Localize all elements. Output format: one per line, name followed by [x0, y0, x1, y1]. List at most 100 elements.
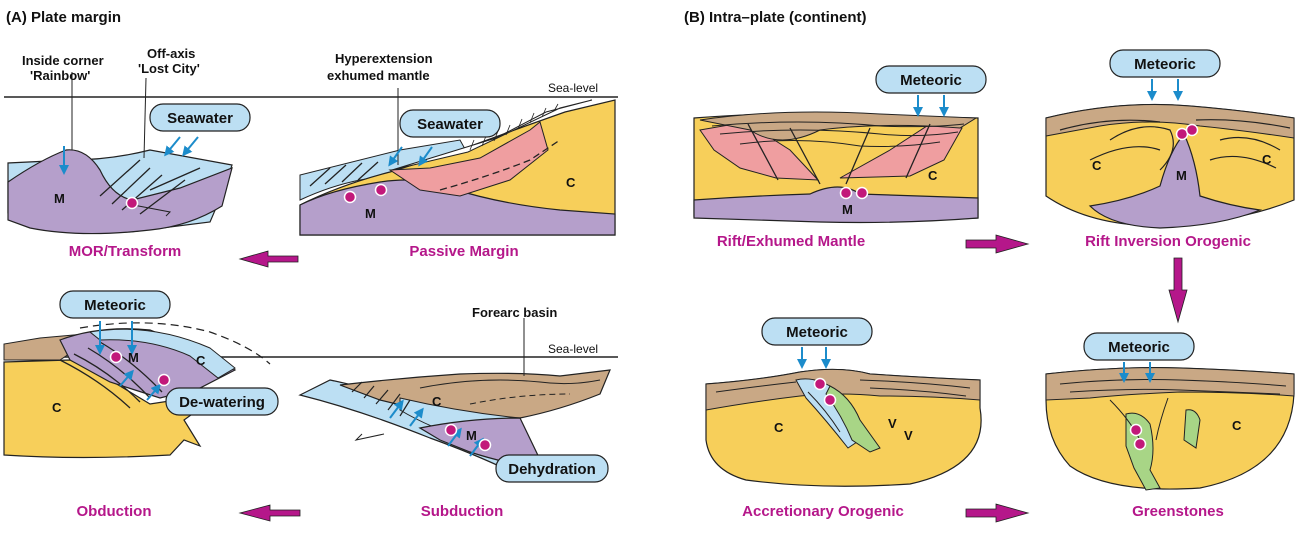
flow-arrow-left: [238, 504, 301, 522]
slip-half-arrow: [127, 203, 172, 217]
unit-label-crust: C: [1092, 158, 1102, 173]
greenstone-keel: [1183, 409, 1201, 449]
post-rift-cover: [391, 99, 593, 171]
unit-label-crust: C: [928, 168, 938, 183]
rift-faults: [747, 123, 931, 185]
fluid-arrow: [389, 399, 404, 419]
sediment-cover: [705, 368, 981, 411]
panel-rift-exhumed-mantle: Meteoric M C Rift/Exhumed Mantle: [693, 65, 987, 250]
label-lost-city: 'Lost City': [138, 61, 200, 76]
caption-mor-transform: MOR/Transform: [69, 243, 182, 260]
inversion-folds-and-thrusts: [1059, 119, 1291, 171]
seawater-bubble: [149, 103, 251, 132]
panel-mor-transform: Inside corner 'Rainbow' Off-axis 'Lost C…: [4, 46, 618, 260]
caption-subduction: Subduction: [421, 503, 504, 520]
panel-obduction: Meteoric De-watering M C C Obduction: [3, 290, 618, 520]
panel-accretionary-orogenic: Meteoric C V V Accretionary Orogenic: [705, 317, 982, 520]
caption-greenstones: Greenstones: [1132, 503, 1224, 520]
meteoric-bubble: [59, 290, 171, 319]
seawater-bubble: [399, 109, 501, 138]
unit-label-crust: C: [774, 420, 784, 435]
vent-site: [109, 350, 123, 364]
vent-site: [813, 377, 827, 391]
unit-label-mantle: M: [466, 428, 477, 443]
vent-site: [855, 186, 869, 200]
sediment-strata: [1059, 379, 1287, 441]
meteoric-bubble: [875, 65, 987, 94]
fluid-arrow: [409, 407, 424, 427]
post-rift-sediments: [699, 111, 978, 141]
vent-site: [1185, 123, 1199, 137]
unit-label-mantle: M: [1176, 168, 1187, 183]
label-forearc-basin: Forearc basin: [472, 305, 557, 320]
vent-site: [1129, 423, 1143, 437]
basin-strata-dashed: [469, 393, 571, 405]
rift-faults: [309, 139, 561, 191]
syn-rift-sediments: [388, 121, 549, 197]
vent-site: [374, 183, 388, 197]
label-hyperextension: Hyperextension: [335, 51, 433, 66]
greenstone-belt: [825, 385, 881, 453]
unit-label-crust: C: [52, 400, 62, 415]
flow-arrow-left: [238, 250, 299, 268]
caption-accretionary-orogenic: Accretionary Orogenic: [742, 503, 904, 520]
panel-subduction: Forearc basin Sea-level Dehydration C M …: [298, 305, 611, 520]
dewatering-bubble: [165, 387, 279, 416]
vent-site: [823, 393, 837, 407]
unit-label-mantle: M: [128, 350, 139, 365]
unit-label-crust: C: [432, 394, 442, 409]
label-rainbow: 'Rainbow': [30, 68, 90, 83]
dewatering-bubble-text: De-watering: [179, 394, 265, 411]
fluid-arrow: [182, 136, 199, 157]
off-axis-leader: [143, 77, 147, 159]
meteoric-bubble-text: Meteoric: [786, 324, 848, 341]
meteoric-bubble: [1109, 49, 1221, 78]
panel-passive-margin: Hyperextension exhumed mantle Sea-level …: [299, 51, 616, 260]
fluid-arrow: [164, 136, 181, 157]
vent-site: [343, 190, 357, 204]
dehydration-bubble: [495, 454, 609, 483]
meteoric-bubble-text: Meteoric: [84, 297, 146, 314]
fluid-arrow: [146, 383, 161, 401]
unit-label-crust: C: [1262, 152, 1272, 167]
sediment-strata: [715, 379, 971, 433]
label-off-axis: Off-axis: [147, 46, 195, 61]
slab-motion-half-arrow: [354, 433, 385, 441]
mantle-body: [693, 186, 979, 224]
label-inside-corner: Inside corner: [22, 53, 104, 68]
caption-rift-exhumed-mantle: Rift/Exhumed Mantle: [717, 233, 865, 250]
flow-arrow-right: [965, 503, 1030, 523]
label-sea-level: Sea-level: [548, 81, 598, 95]
unit-label-crust: C: [1232, 418, 1242, 433]
unit-label-volcanic: V: [888, 416, 897, 431]
syn-rift-sediments: [839, 123, 963, 179]
fluid-arrow: [119, 369, 134, 387]
unit-label-crust: C: [566, 175, 576, 190]
vent-site: [839, 186, 853, 200]
vent-site: [1133, 437, 1147, 451]
seawater-bubble-text: Seawater: [167, 110, 233, 127]
dehydration-bubble-text: Dehydration: [508, 461, 596, 478]
unit-label-crust: C: [196, 353, 206, 368]
meteoric-bubble: [761, 317, 873, 346]
vent-site: [157, 373, 171, 387]
vent-site: [125, 196, 139, 210]
flow-arrow-down: [1168, 257, 1188, 324]
meteoric-bubble-text: Meteoric: [900, 72, 962, 89]
fluid-arrow: [447, 427, 462, 447]
basin-strata: [419, 379, 601, 389]
meteoric-bubble-text: Meteoric: [1108, 339, 1170, 356]
panel-rift-inversion: Meteoric M C C Rift Inversion Orogenic: [1045, 49, 1295, 250]
flow-arrow-right: [965, 234, 1030, 254]
unit-label-volcanic: V: [904, 428, 913, 443]
unit-label-mantle: M: [842, 202, 853, 217]
mantle-body: [1088, 132, 1263, 229]
section-title-plate-margin: (A) Plate margin: [6, 9, 121, 26]
oceanic-crust: [88, 328, 236, 379]
vent-site: [444, 423, 458, 437]
meteoric-bubble: [1083, 332, 1195, 361]
unit-label-mantle: M: [365, 206, 376, 221]
vent-site: [478, 438, 492, 452]
thrust-faults: [59, 341, 163, 409]
